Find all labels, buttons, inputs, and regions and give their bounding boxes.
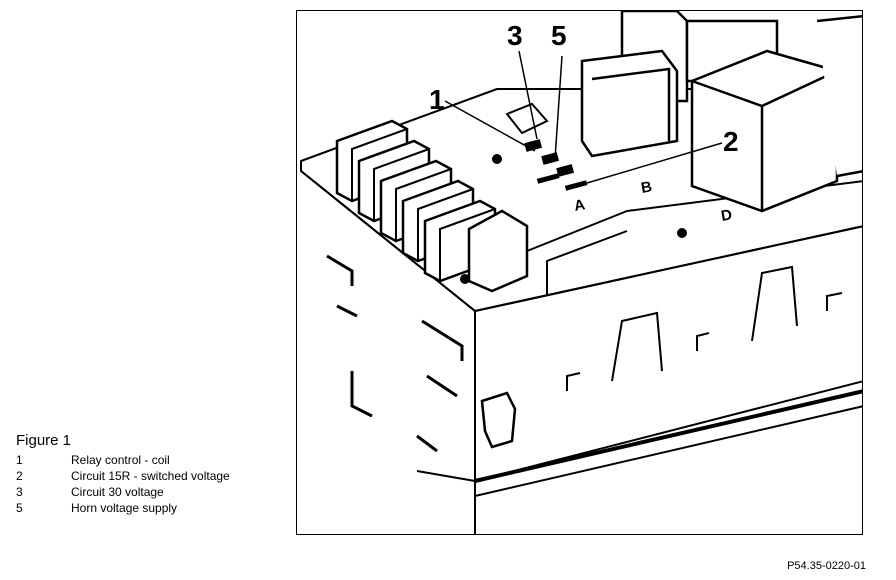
legend-number: 1	[16, 453, 23, 467]
legend-text: Relay control - coil	[71, 453, 170, 467]
figure-title: Figure 1	[16, 432, 72, 449]
legend-number: 2	[16, 469, 23, 483]
callout-1: 1	[429, 84, 445, 115]
legend-number: 3	[16, 485, 23, 499]
legend-item: 5 Horn voltage supply	[16, 500, 286, 516]
figure-legend: Figure 1 1 Relay control - coil 2 Circui…	[16, 432, 286, 516]
legend-item: 2 Circuit 15R - switched voltage	[16, 468, 286, 484]
legend-text: Circuit 30 voltage	[71, 485, 164, 499]
reference-code: P54.35-0220-01	[787, 560, 866, 572]
legend-text: Horn voltage supply	[71, 501, 178, 515]
callout-2: 2	[723, 126, 739, 157]
callout-3: 3	[507, 20, 523, 51]
legend-number: 5	[16, 501, 23, 515]
label-a: A	[573, 196, 587, 215]
legend-item: 3 Circuit 30 voltage	[16, 484, 286, 500]
legend-text: Circuit 15R - switched voltage	[71, 469, 230, 483]
label-b: B	[640, 178, 654, 197]
callout-5: 5	[551, 20, 567, 51]
label-d: D	[720, 206, 734, 225]
fuse-box-illustration: 1 3 5 2 A B D	[300, 11, 862, 534]
legend-item: 1 Relay control - coil	[16, 452, 286, 468]
diagram-frame: 1 3 5 2 A B D	[296, 10, 863, 535]
